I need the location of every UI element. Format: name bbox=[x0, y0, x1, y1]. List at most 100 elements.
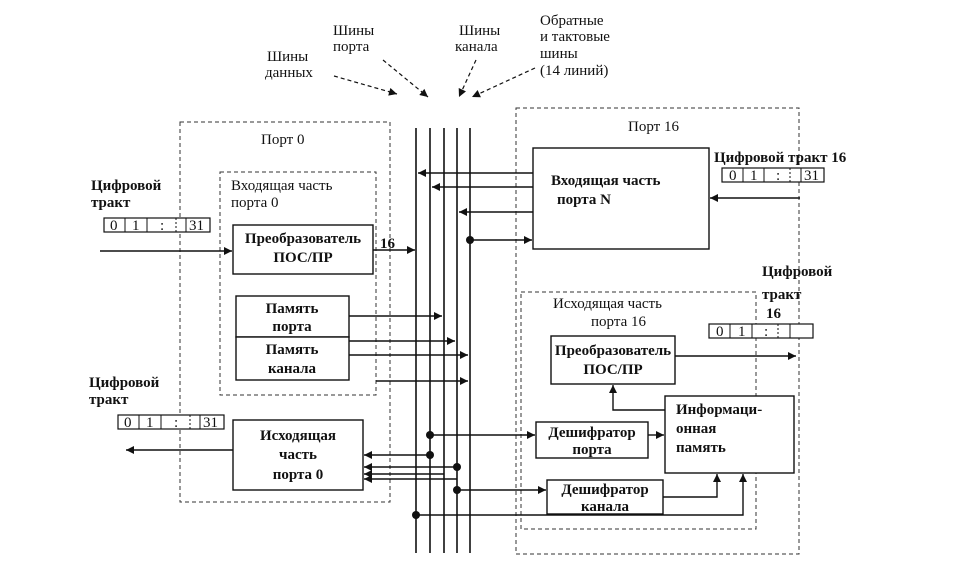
bus-port-label: Шины порта bbox=[333, 23, 374, 55]
svg-text:Шины: Шины bbox=[459, 23, 500, 39]
junction-dot bbox=[466, 236, 474, 244]
converter-out-box bbox=[550, 335, 676, 385]
svg-text::: : bbox=[160, 218, 164, 234]
junction-dot bbox=[426, 431, 434, 439]
bus-port-pointer bbox=[382, 59, 429, 98]
timeslot-strip: 0 1 : 31 bbox=[103, 217, 211, 234]
svg-text:1: 1 bbox=[132, 218, 140, 234]
svg-text:шины: шины bbox=[540, 46, 578, 62]
bus-data-pointer bbox=[333, 75, 398, 96]
svg-text:Шины: Шины bbox=[267, 49, 308, 65]
port0-out-box bbox=[232, 419, 364, 491]
port0-title: Порт 0 bbox=[261, 132, 304, 148]
svg-text:данных: данных bbox=[265, 65, 313, 81]
port16-out-title: Исходящая часть порта 16 bbox=[553, 296, 662, 330]
svg-text:(14 линий): (14 линий) bbox=[540, 63, 608, 79]
svg-text:порта: порта bbox=[572, 442, 612, 458]
svg-text:ПОС/ПР: ПОС/ПР bbox=[273, 250, 332, 266]
svg-text:канала: канала bbox=[268, 361, 317, 377]
svg-text:0: 0 bbox=[124, 415, 132, 431]
svg-text:Исходящая часть: Исходящая часть bbox=[553, 296, 662, 312]
svg-text:Преобразователь: Преобразователь bbox=[555, 343, 671, 359]
digital-out-right-label: Цифровой тракт 16 bbox=[762, 264, 833, 322]
port-decoder-box bbox=[535, 421, 649, 459]
bus-feedback-label: Обратные и тактовые шины (14 линий) bbox=[540, 13, 610, 79]
port16-in-box bbox=[532, 147, 710, 250]
svg-text:порта 0: порта 0 bbox=[273, 467, 324, 483]
timeslot-strip: 0 1 : bbox=[708, 323, 814, 340]
converter-in-box bbox=[232, 224, 374, 275]
svg-text:порта: порта bbox=[272, 319, 312, 335]
port16-in-label: Входящая часть порта N bbox=[551, 173, 661, 208]
info-memory-box bbox=[664, 395, 795, 474]
svg-text:Память: Память bbox=[266, 301, 319, 317]
svg-text:31: 31 bbox=[189, 218, 204, 234]
svg-text:память: память bbox=[676, 440, 726, 456]
info-memory-label: Информаци- онная память bbox=[676, 402, 762, 456]
digital-in-left-label: Цифровой тракт bbox=[91, 178, 162, 211]
svg-text:тракт: тракт bbox=[762, 287, 802, 303]
svg-text:31: 31 bbox=[203, 415, 218, 431]
port-decoder-label: Дешифратор порта bbox=[548, 425, 635, 458]
port0-in-title: Входящая часть порта 0 bbox=[231, 178, 333, 211]
svg-text:1: 1 bbox=[146, 415, 154, 431]
digital-out-left-label: Цифровой тракт bbox=[89, 375, 160, 408]
channel-decoder-to-info bbox=[663, 474, 721, 498]
junction-dot bbox=[426, 451, 434, 459]
svg-text:Дешифратор: Дешифратор bbox=[561, 482, 648, 498]
svg-text:тракт: тракт bbox=[91, 195, 131, 211]
bus-channel-pointer bbox=[458, 59, 477, 98]
svg-text:порта 16: порта 16 bbox=[591, 314, 646, 330]
svg-text:канала: канала bbox=[581, 499, 630, 515]
svg-text:0: 0 bbox=[716, 324, 724, 340]
port0-boundary bbox=[179, 121, 391, 503]
svg-text:онная: онная bbox=[676, 421, 716, 437]
svg-text::: : bbox=[174, 415, 178, 431]
svg-text:1: 1 bbox=[738, 324, 746, 340]
svg-text:ПОС/ПР: ПОС/ПР bbox=[583, 362, 642, 378]
svg-text:Преобразователь: Преобразователь bbox=[245, 231, 361, 247]
svg-text:Цифровой: Цифровой bbox=[91, 178, 162, 194]
port16-title: Порт 16 bbox=[628, 119, 679, 135]
converter-in-label: Преобразователь ПОС/ПР bbox=[245, 231, 361, 266]
bit-width-label: 16 bbox=[380, 236, 396, 252]
channel-memory-label: Память канала bbox=[266, 342, 319, 377]
junction-dot bbox=[453, 486, 461, 494]
port-memory-label: Память порта bbox=[266, 301, 319, 335]
svg-text:Обратные: Обратные bbox=[540, 13, 604, 29]
svg-text:Цифровой: Цифровой bbox=[89, 375, 160, 391]
bus-to-info-memory bbox=[416, 474, 747, 516]
svg-text:0: 0 bbox=[729, 168, 737, 184]
digital-in-right-label: Цифровой тракт 16 bbox=[714, 150, 847, 166]
bus-feedback-pointer bbox=[471, 67, 536, 98]
junction-dot bbox=[453, 463, 461, 471]
converter-out-label: Преобразователь ПОС/ПР bbox=[555, 343, 671, 378]
info-memory-to-converter bbox=[609, 385, 665, 411]
svg-text:1: 1 bbox=[750, 168, 758, 184]
svg-text:Шины: Шины bbox=[333, 23, 374, 39]
junction-dot bbox=[412, 511, 420, 519]
channel-memory-box bbox=[235, 336, 350, 381]
svg-text:тракт: тракт bbox=[89, 392, 129, 408]
svg-text:Информаци-: Информаци- bbox=[676, 402, 762, 418]
svg-text:часть: часть bbox=[279, 447, 317, 463]
channel-decoder-box bbox=[546, 479, 664, 515]
timeslot-strip: 0 1 : 31 bbox=[721, 167, 825, 184]
svg-text:порта 0: порта 0 bbox=[231, 195, 278, 211]
svg-text:0: 0 bbox=[110, 218, 118, 234]
svg-text:Цифровой: Цифровой bbox=[762, 264, 833, 280]
svg-text:Исходящая: Исходящая bbox=[260, 428, 336, 444]
bus-channel-label: Шины канала bbox=[455, 23, 500, 55]
svg-text:порта: порта bbox=[333, 39, 370, 55]
svg-text::: : bbox=[776, 168, 780, 184]
timeslot-strip: 0 1 : 31 bbox=[117, 414, 225, 431]
svg-text:Дешифратор: Дешифратор bbox=[548, 425, 635, 441]
svg-text:Память: Память bbox=[266, 342, 319, 358]
svg-text:и тактовые: и тактовые bbox=[540, 29, 610, 45]
svg-text:16: 16 bbox=[766, 306, 782, 322]
svg-text:порта N: порта N bbox=[557, 192, 611, 208]
svg-text:канала: канала bbox=[455, 39, 498, 55]
svg-text::: : bbox=[764, 324, 768, 340]
svg-text:31: 31 bbox=[804, 168, 819, 184]
